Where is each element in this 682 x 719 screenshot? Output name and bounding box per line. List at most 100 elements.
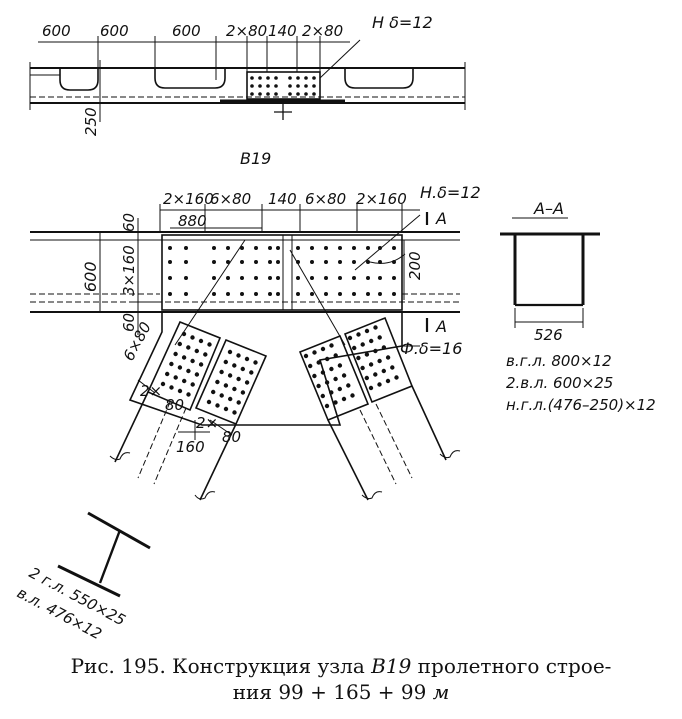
bolt [324,246,328,250]
top-dim-6: 2×80 [302,22,343,40]
top-plate-label: Н δ=12 [372,13,433,32]
bolt [165,371,170,377]
bolt [352,246,356,250]
bolt [378,246,382,250]
bolt [392,260,396,264]
bolt [324,380,330,385]
bolt [168,292,172,296]
bolt [310,276,314,280]
bolt [211,389,216,395]
bolt [266,84,270,88]
left-dim-600: 600 [81,261,100,292]
main-dim-880: 880 [178,212,207,230]
bolt [296,292,300,296]
bolt [177,388,183,394]
bolt [223,383,229,388]
bolt [268,246,272,250]
bolt [227,349,233,355]
section-note-3: н.г.л.(476–250)×12 [506,396,656,414]
bolt [240,366,245,372]
bolt [324,260,328,264]
bolt [258,92,262,96]
bolt [244,380,250,385]
bolt [190,335,195,340]
bolt [254,276,258,280]
top-view [29,36,466,122]
bolt [254,292,258,296]
bolt [296,260,300,264]
bolt [168,246,172,250]
bolt [203,352,208,357]
bolt [184,260,188,264]
bolt [227,373,233,378]
bolt [240,390,246,395]
bolt [236,400,241,405]
section-mark-top: А [435,209,447,228]
bolt [186,368,191,374]
bottom-dim-2x-a: 2× [140,382,162,400]
bolt [366,260,370,264]
left-dim-60-bottom: 60 [120,313,138,332]
bolt [258,76,262,80]
bolt [240,292,244,296]
bolt [341,396,347,402]
bolt [184,246,188,250]
bolt [240,276,244,280]
bolt [360,365,365,371]
bolt [240,246,244,250]
bolt [378,292,382,296]
right-brace [298,316,461,501]
bolt [373,348,378,354]
bolt [390,365,395,370]
bolt [312,373,317,379]
section-note-2: 2.в.л. 600×25 [506,374,613,392]
bolt [366,276,370,280]
bolt [168,260,172,264]
bolt [369,338,374,344]
brace-section [57,511,151,598]
bolt [168,276,172,280]
bolt [324,403,330,409]
figure-caption-line-2: ния 99 + 165 + 99 м [0,680,682,704]
bolt [169,361,174,367]
bolt [254,246,258,250]
figure-caption-line-1: Рис. 195. Конструкция узла В19 пролетног… [0,654,682,678]
bolt [337,386,342,392]
bolt [206,399,212,405]
left-dim-60-top: 60 [120,213,138,232]
bolt [254,260,258,264]
bolt [268,292,272,296]
bolt [338,276,342,280]
section-mark-bottom: А [435,317,447,336]
bolt [316,360,321,365]
bolt [304,84,308,88]
bolt [303,353,309,359]
bolt [276,292,280,296]
bottom-dim-80-a: 80 [165,396,184,414]
section-a-a [500,217,600,328]
bolt [276,260,280,264]
bolt [215,403,220,408]
bolt [346,383,351,388]
bolt [338,260,342,264]
bolt [312,350,317,355]
bolt [352,292,356,296]
bolt [296,246,300,250]
bottom-dim-160: 160 [176,438,205,456]
bolt [324,276,328,280]
bolt [320,370,326,375]
bolt [212,276,216,280]
bolt [181,331,187,337]
bolt [364,375,369,381]
bolt [366,292,370,296]
bolt [177,341,182,347]
left-brace [109,320,268,501]
bolt [392,292,396,296]
bolt [173,351,178,357]
bolt [173,375,178,380]
main-top-dim-3: 140 [268,190,297,208]
bolt [184,276,188,280]
bolt [194,348,199,354]
bolt [324,292,328,296]
